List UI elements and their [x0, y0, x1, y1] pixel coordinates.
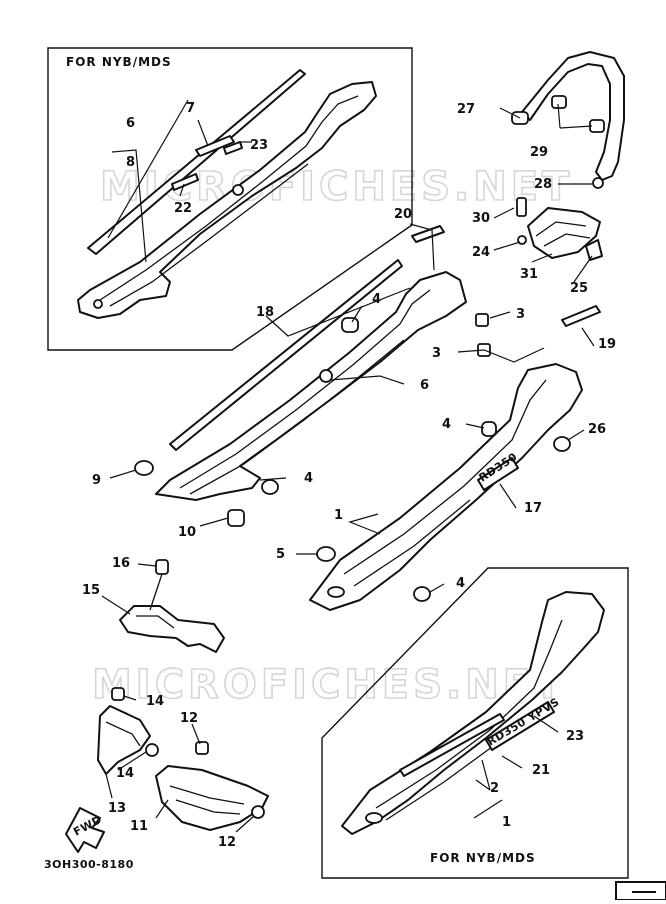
callout-29: 29	[530, 145, 548, 160]
inset-box-bottom: FOR NYB/MDS	[321, 567, 629, 879]
callout-23-top: 23	[250, 138, 268, 153]
callout-27: 27	[457, 102, 475, 117]
grab-bar	[511, 51, 625, 189]
callout-10: 10	[178, 525, 196, 540]
callout-11: 11	[130, 819, 148, 834]
callout-24: 24	[472, 245, 490, 260]
callout-4-c: 4	[304, 471, 313, 486]
callout-6-mid: 6	[420, 378, 429, 393]
callout-3-b: 3	[432, 346, 441, 361]
callout-26: 26	[588, 422, 606, 437]
callout-4-a: 4	[372, 292, 381, 307]
callout-22: 22	[174, 201, 192, 216]
side-cover-middle	[134, 225, 491, 527]
callout-9: 9	[92, 473, 101, 488]
callout-5: 5	[276, 547, 285, 562]
callout-15: 15	[82, 583, 100, 598]
side-cover-right: RD350	[309, 305, 601, 611]
callout-8: 8	[126, 155, 135, 170]
callout-12-a: 12	[180, 711, 198, 726]
callout-6-top: 6	[126, 116, 135, 131]
bracket-assembly	[119, 559, 225, 653]
callout-17: 17	[524, 501, 542, 516]
callout-labels: 7 6 8 23 22 27 29 28 30 24 31 25 20 18 4…	[82, 101, 616, 850]
side-cover-inset-bottom: RD350 YPVS	[341, 591, 605, 835]
callout-23-bottom: 23	[566, 729, 584, 744]
callout-16: 16	[112, 556, 130, 571]
callout-19: 19	[598, 337, 616, 352]
callout-31: 31	[520, 267, 538, 282]
callout-14-b: 14	[116, 766, 134, 781]
callout-14-a: 14	[146, 694, 164, 709]
callout-21: 21	[532, 763, 550, 778]
callout-4-d: 4	[456, 576, 465, 591]
callout-13: 13	[108, 801, 126, 816]
callout-20: 20	[394, 207, 412, 222]
inset-title-bottom: FOR NYB/MDS	[430, 851, 536, 865]
side-cover-inset-top	[77, 69, 377, 319]
lower-panels: FWD	[65, 687, 269, 853]
callout-25: 25	[570, 281, 588, 296]
watermark-bottom: MICROFICHES.NET	[92, 662, 565, 708]
callout-2: 2	[490, 781, 499, 796]
tail-bracket	[516, 197, 603, 261]
callout-28: 28	[534, 177, 552, 192]
callout-30: 30	[472, 211, 490, 226]
diagram-code: 3OH300-8180	[44, 858, 134, 871]
callout-1-bottom: 1	[502, 815, 511, 830]
leader-lines	[101, 99, 595, 833]
callout-7: 7	[186, 101, 195, 116]
callout-4-b: 4	[442, 417, 451, 432]
callout-3-a: 3	[516, 307, 525, 322]
inset-title-top: FOR NYB/MDS	[66, 55, 172, 69]
callout-18: 18	[256, 305, 274, 320]
callout-12-b: 12	[218, 835, 236, 850]
callout-1: 1	[334, 508, 343, 523]
inset-box-top: FOR NYB/MDS	[47, 47, 413, 351]
